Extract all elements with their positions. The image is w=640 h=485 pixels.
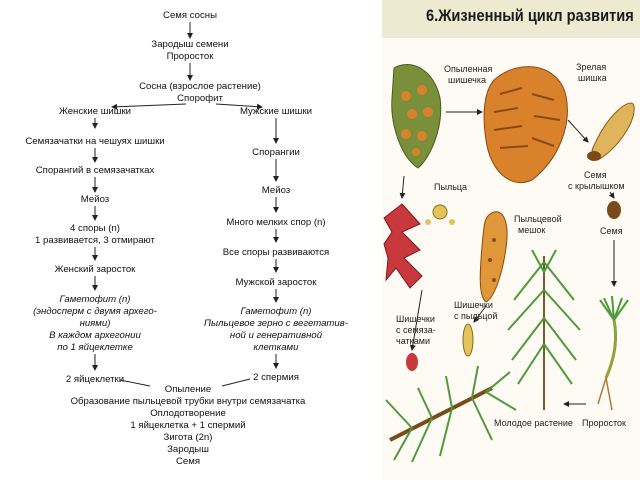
label-pollen-cones-1: Шишечки — [454, 300, 493, 310]
node-female-gametophyte-line2: (эндосперм с двумя архего- — [33, 306, 157, 317]
node-sporangium-ovule: Спорангий в семязачатках — [36, 165, 155, 176]
illustration-panel: 6.Жизненный цикл развития Опыленная шише… — [382, 0, 640, 480]
node-embryo-line2: Проросток — [167, 51, 215, 62]
label-seed: Семя — [600, 226, 623, 236]
label-ovule-cones-3: чатками — [396, 336, 430, 346]
label-pollen-cones-2: с пыльцой — [454, 311, 497, 321]
pollen-sac-illustration — [479, 211, 508, 303]
node-meiosis-left: Мейоз — [81, 194, 110, 205]
seedling-illustration — [597, 295, 629, 411]
node-adult-line2: Спорофит — [177, 93, 223, 104]
node-many-spores: Много мелких спор (n) — [226, 217, 325, 228]
winged-seed-illustration — [587, 102, 635, 161]
label-pollen: Пыльца — [434, 182, 467, 192]
node-4-spores-line1: 4 споры (n) — [70, 223, 120, 234]
pollen-illustration — [425, 204, 455, 225]
label-young-plant: Молодое растение — [494, 418, 573, 428]
pine-branch-illustration — [385, 323, 517, 463]
label-winged-seed-1: Семя — [584, 170, 607, 180]
life-cycle-scheme: Семя сосны Зародыш семени Проросток Сосн… — [25, 10, 348, 467]
female-cone-illustration — [383, 203, 423, 289]
node-fusion: 1 яйцеклетка + 1 спермий — [130, 420, 245, 431]
node-zygote: Зигота (2n) — [164, 432, 213, 443]
node-male-gametophyte-line3: ной и генеративной — [230, 330, 323, 341]
label-ovule-cones-1: Шишечки — [396, 314, 435, 324]
node-egg-cells: 2 яйцеклетки — [66, 374, 124, 385]
node-female-gametophyte-line5: по 1 яйцеклетке — [57, 342, 133, 353]
node-embryo: Зародыш — [167, 444, 209, 455]
mature-cone-illustration — [483, 66, 568, 184]
panel-title: 6.Жизненный цикл развития — [426, 6, 634, 25]
label-mature-cone-2: шишка — [578, 73, 607, 83]
node-male-gametophyte-line2: Пыльцевое зерно с вегетатив- — [204, 318, 348, 329]
label-pollinated-cone-1: Опыленная — [444, 64, 493, 74]
node-all-develop: Все споры развиваются — [223, 247, 329, 258]
node-male-gametophyte-line1: Гаметофит (n) — [241, 306, 312, 317]
node-sperms: 2 спермия — [253, 372, 299, 383]
node-meiosis-right: Мейоз — [262, 185, 291, 196]
label-ovule-cones-2: с семяза- — [396, 325, 436, 335]
node-pollination: Опыление — [165, 384, 211, 395]
node-pollen-tube: Образование пыльцевой трубки внутри семя… — [71, 396, 306, 407]
node-female-prothallus: Женский заросток — [55, 264, 137, 275]
node-pine-seed: Семя сосны — [163, 10, 217, 21]
node-4-spores-line2: 1 развивается, 3 отмирают — [35, 235, 155, 246]
node-female-gametophyte-line1: Гаметофит (n) — [60, 294, 131, 305]
label-pollinated-cone-2: шишечка — [448, 75, 486, 85]
node-adult-line1: Сосна (взрослое растение) — [139, 81, 261, 92]
node-fertilization: Оплодотворение — [150, 408, 226, 419]
node-male-prothallus: Мужской заросток — [236, 277, 318, 288]
label-pollen-sac-2: мешок — [518, 225, 545, 235]
node-female-cones: Женские шишки — [59, 106, 131, 117]
node-male-gametophyte-line4: клетками — [254, 342, 300, 353]
node-female-gametophyte-line4: В каждом архегонии — [49, 330, 141, 341]
label-winged-seed-2: с крылышком — [568, 181, 625, 191]
label-seedling: Проросток — [582, 418, 626, 428]
node-male-cones: Мужские шишки — [240, 106, 312, 117]
panel-header — [382, 0, 640, 38]
node-embryo-line1: Зародыш семени — [151, 39, 228, 50]
node-seed-final: Семя — [176, 456, 200, 467]
seed-illustration — [607, 201, 621, 219]
label-mature-cone-1: Зрелая — [576, 62, 606, 72]
node-female-gametophyte-line3: ниями) — [80, 318, 111, 329]
label-pollen-sac-1: Пыльцевой — [514, 214, 562, 224]
node-ovules: Семязачатки на чешуях шишки — [25, 136, 164, 147]
pollinated-cone-illustration — [391, 64, 442, 169]
young-plant-illustration — [507, 249, 581, 410]
node-sporangia: Спорангии — [252, 147, 300, 158]
